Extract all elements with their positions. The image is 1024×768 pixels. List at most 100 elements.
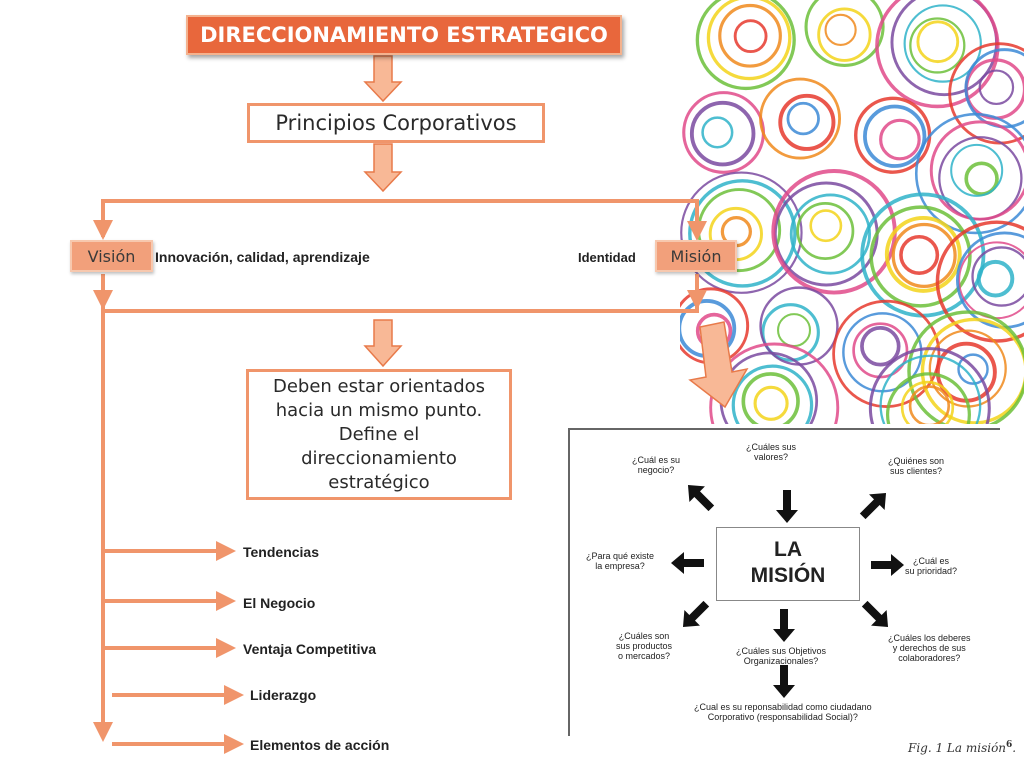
center-line: estratégico bbox=[328, 471, 430, 493]
question-line: o mercados? bbox=[618, 651, 671, 661]
center-line: Define el bbox=[338, 423, 420, 445]
decorative-ring bbox=[875, 0, 1000, 109]
mision-values-label: Identidad bbox=[578, 250, 636, 265]
decorative-ring bbox=[976, 259, 1015, 298]
question-left: ¿Para qué existe la empresa? bbox=[586, 551, 654, 571]
arrow-down-icon bbox=[773, 609, 795, 642]
decorative-ring bbox=[908, 385, 951, 424]
decorative-ring bbox=[778, 93, 836, 151]
decorative-ring bbox=[899, 234, 940, 275]
title-text: DIRECCIONAMIENTO ESTRATEGICO bbox=[200, 23, 608, 47]
principles-text: Principios Corporativos bbox=[275, 111, 517, 135]
question-bottom-left: ¿Cuáles son sus productos o mercados? bbox=[616, 631, 672, 661]
decorative-ring bbox=[868, 347, 991, 424]
question-line: la empresa? bbox=[595, 561, 645, 571]
decorative-ring bbox=[753, 385, 789, 421]
decorative-ring bbox=[935, 220, 1024, 343]
decorative-ring bbox=[900, 380, 955, 424]
decorative-ring bbox=[680, 171, 803, 294]
question-line: sus clientes? bbox=[890, 466, 943, 476]
decorative-ring bbox=[929, 120, 1024, 221]
question-top-left: ¿Cuál es su negocio? bbox=[632, 455, 680, 475]
decorative-ring bbox=[860, 326, 901, 367]
figure-caption-note: 6 bbox=[1006, 740, 1013, 750]
decorative-ring bbox=[761, 303, 820, 362]
question-line: Organizacionales? bbox=[743, 656, 819, 666]
center-box: Deben estar orientados hacia un mismo pu… bbox=[246, 369, 512, 500]
question-line: colaboradores? bbox=[898, 653, 961, 663]
decorative-ring bbox=[741, 372, 800, 424]
decorative-ring bbox=[695, 0, 796, 91]
center-line: Deben estar orientados bbox=[272, 375, 486, 397]
decorative-ring bbox=[689, 100, 756, 167]
question-line: ¿Para qué existe bbox=[586, 551, 655, 561]
block-arrow-to-figure bbox=[688, 321, 749, 409]
decorative-ring bbox=[920, 317, 1024, 424]
decorative-ring bbox=[903, 4, 982, 83]
question-line: ¿Quiénes son bbox=[888, 456, 945, 466]
branch-label-negocio: El Negocio bbox=[243, 595, 316, 611]
decorative-ring bbox=[879, 354, 982, 424]
center-line: direccionamiento bbox=[301, 447, 457, 469]
question-line: ¿Cual es su reponsabilidad como ciudadan… bbox=[694, 702, 872, 712]
decorative-ring bbox=[832, 299, 941, 408]
decorative-ring bbox=[731, 364, 814, 424]
question-line: su prioridad? bbox=[905, 566, 958, 576]
arrow-down-right-icon bbox=[861, 600, 889, 628]
vision-values-label: Innovación, calidad, aprendizaje bbox=[155, 249, 370, 265]
block-arrow-to-center-box bbox=[363, 319, 403, 368]
question-line: valores? bbox=[754, 452, 789, 462]
decorative-ring bbox=[709, 342, 840, 424]
arrow-down-icon bbox=[773, 665, 795, 698]
decorative-ring bbox=[789, 193, 871, 275]
arrow-up-left-icon bbox=[687, 484, 715, 512]
decorative-ring bbox=[869, 205, 972, 308]
question-right: ¿Cuál es su prioridad? bbox=[905, 556, 957, 576]
question-line: ¿Cuáles los deberes bbox=[888, 633, 971, 643]
decorative-ring bbox=[863, 104, 927, 168]
question-line: sus productos bbox=[616, 641, 673, 651]
mission-title-line: LA bbox=[774, 538, 802, 561]
decorative-ring bbox=[824, 13, 857, 46]
center-line: hacia un mismo punto. bbox=[275, 399, 483, 421]
center-text: Deben estar orientados hacia un mismo pu… bbox=[273, 375, 485, 495]
decorative-ring bbox=[718, 3, 782, 68]
principles-box: Principios Corporativos bbox=[247, 103, 545, 143]
decorative-ring bbox=[884, 215, 962, 293]
vision-box: Visión bbox=[70, 240, 153, 272]
decorative-ring bbox=[957, 353, 989, 385]
figure-caption: Fig. 1 La misión6. bbox=[908, 740, 1016, 755]
decorative-ring bbox=[759, 77, 842, 160]
decorative-ring bbox=[796, 201, 855, 261]
decorative-ring bbox=[809, 209, 843, 243]
decorative-ring bbox=[914, 112, 1024, 235]
decorative-ring bbox=[907, 310, 1024, 424]
question-bottom: ¿Cuáles sus Objetivos Organizacionales? bbox=[736, 646, 826, 666]
branch-label-tendencias: Tendencias bbox=[243, 544, 319, 560]
arrow-down-icon bbox=[776, 490, 798, 523]
decorative-ring bbox=[964, 161, 999, 196]
block-arrow-title-to-principles bbox=[363, 55, 403, 103]
question-line: ¿Cuáles sus bbox=[746, 442, 797, 452]
arrow-right-icon bbox=[871, 554, 904, 576]
mission-figure-frame bbox=[568, 428, 1000, 736]
arrow-down-left-icon bbox=[682, 600, 710, 628]
decorative-ring bbox=[733, 19, 768, 54]
arrow-left-icon bbox=[671, 552, 704, 574]
decorative-ring bbox=[804, 0, 885, 67]
decorative-ring bbox=[891, 222, 957, 289]
arrow-up-right-icon bbox=[859, 492, 887, 520]
figure-caption-period: . bbox=[1012, 741, 1017, 755]
decorative-ring bbox=[950, 143, 1004, 197]
block-arrow-principles-to-split bbox=[363, 143, 403, 193]
figure-caption-text: Fig. 1 La misión bbox=[908, 741, 1007, 755]
branch-arrows bbox=[105, 541, 244, 754]
decorative-ring bbox=[879, 118, 921, 161]
decorative-ring bbox=[786, 101, 820, 136]
branch-label-ventaja: Ventaja Competitiva bbox=[243, 641, 377, 657]
decorative-rings-image bbox=[680, 0, 1024, 424]
decorative-ring bbox=[817, 7, 872, 62]
mision-box: Misión bbox=[655, 240, 737, 272]
mision-text: Misión bbox=[670, 246, 722, 266]
